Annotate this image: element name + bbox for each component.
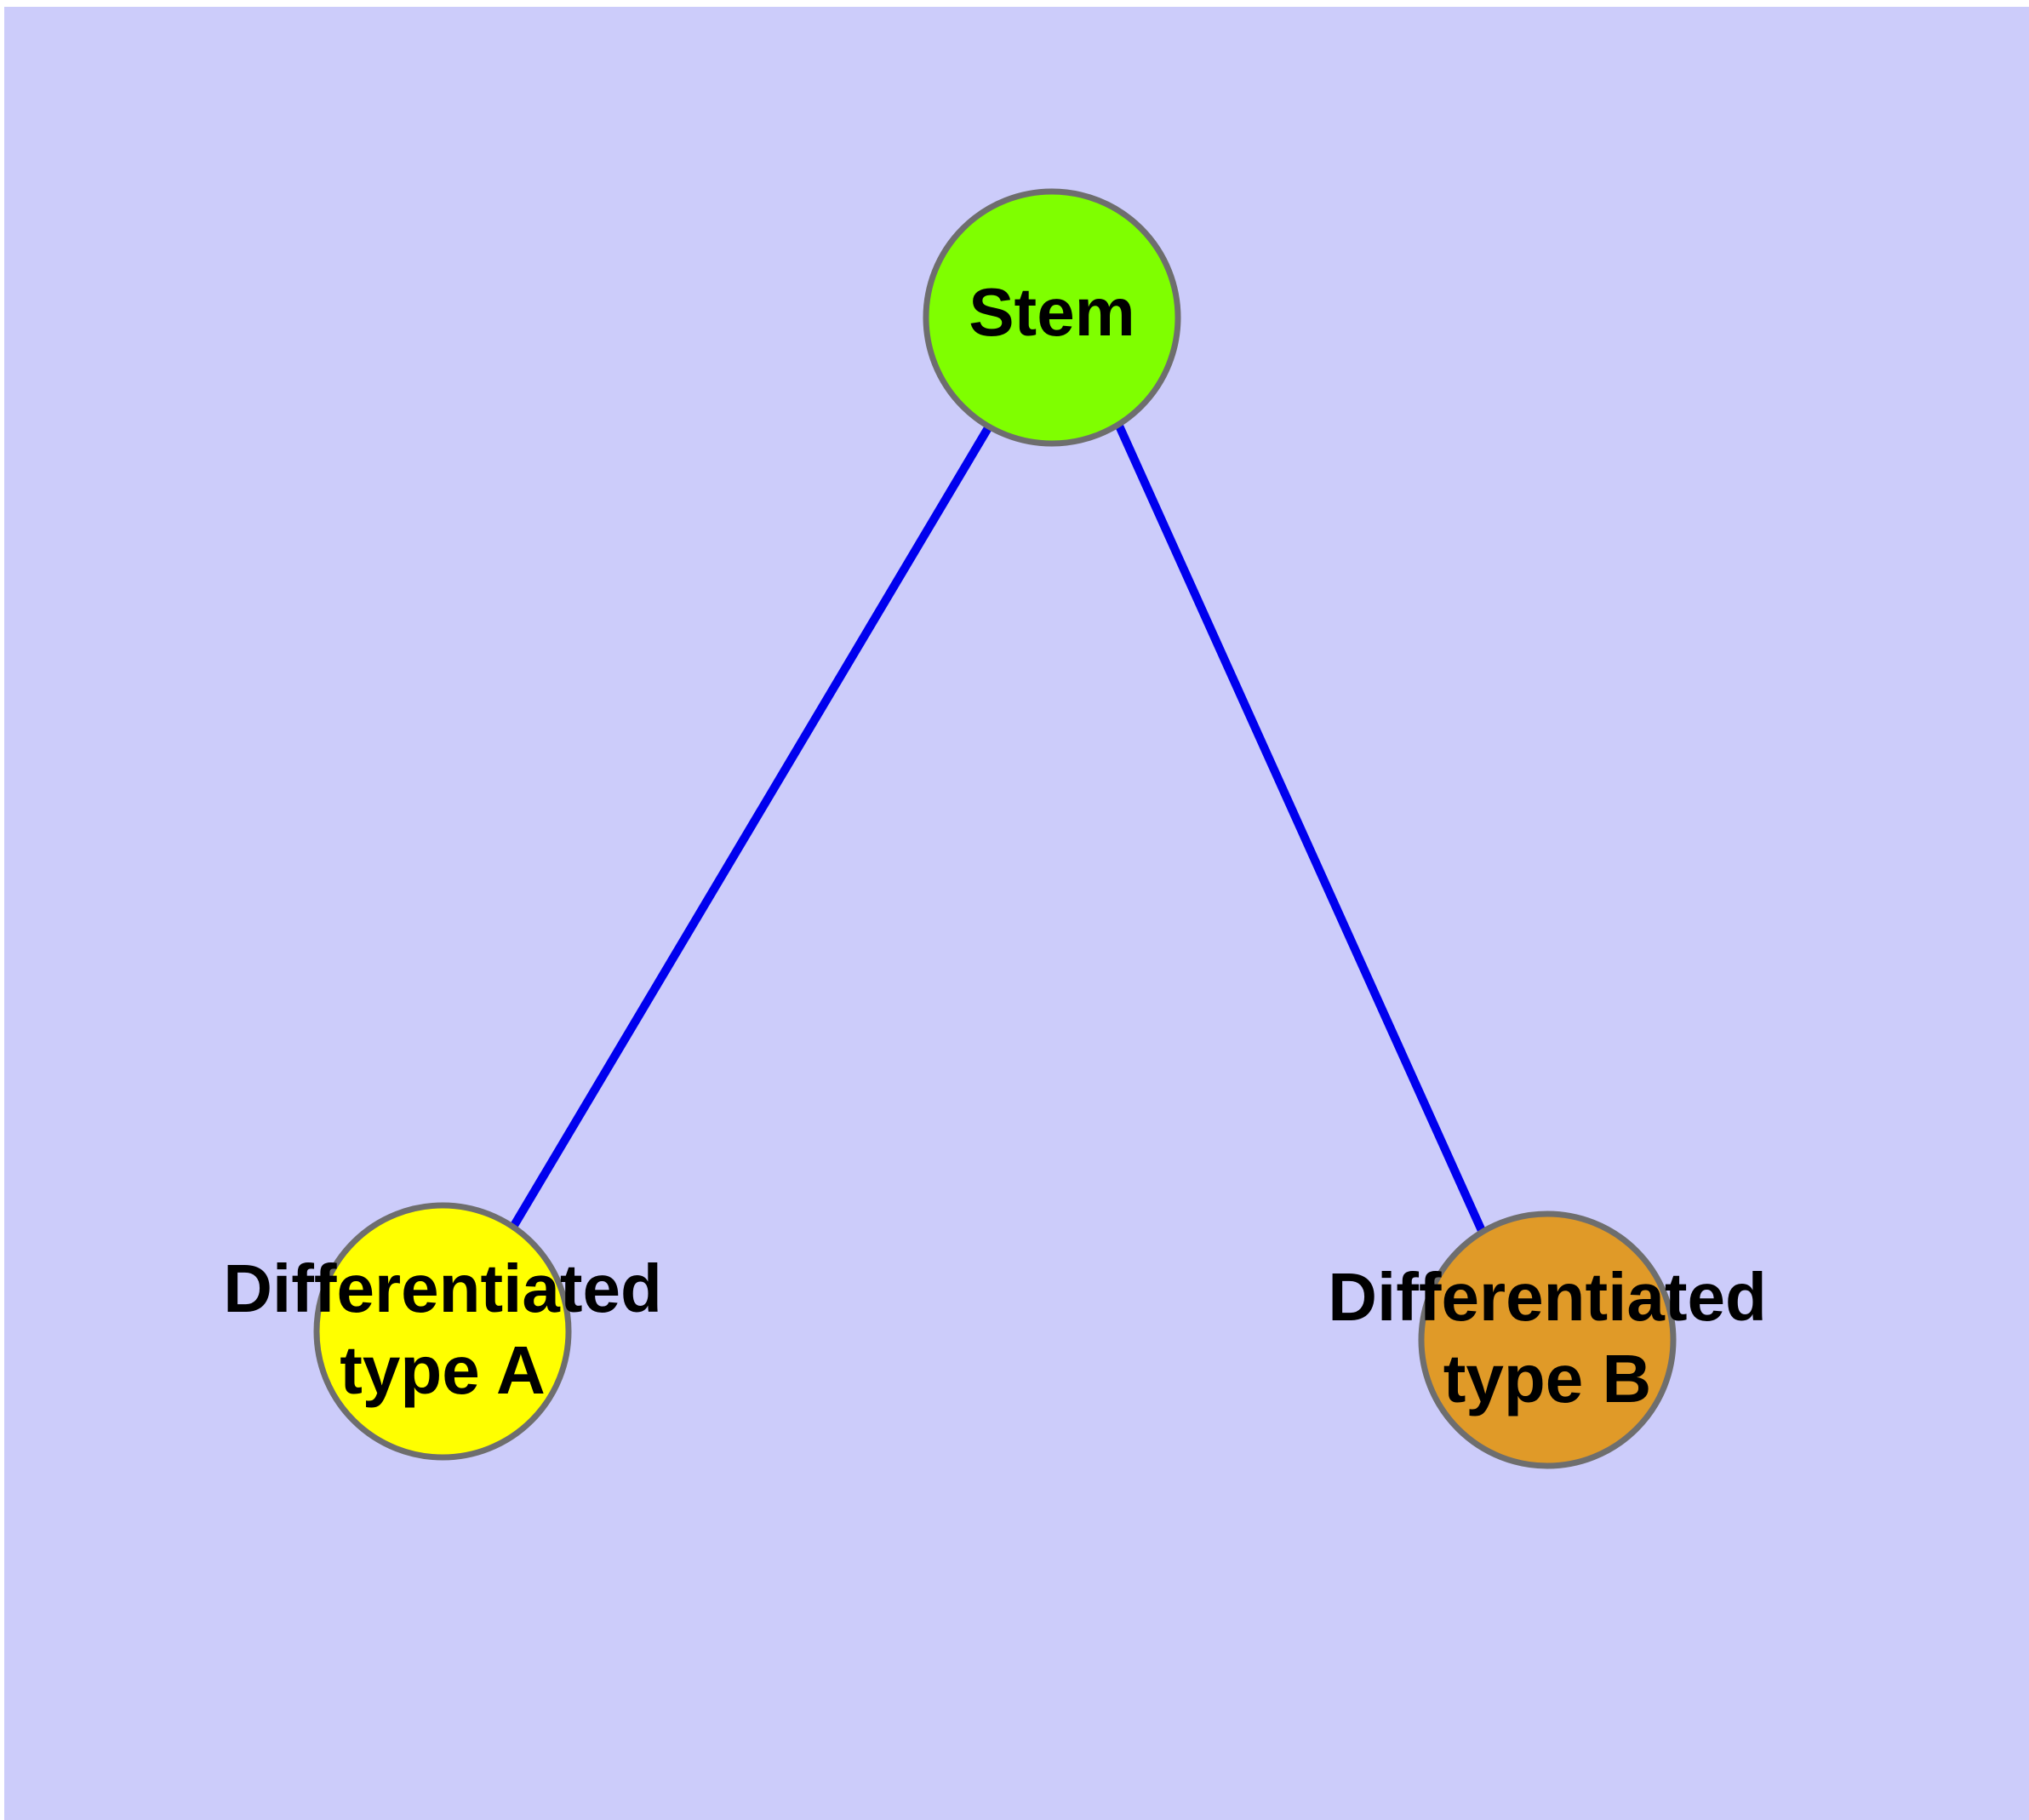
edge-layer — [508, 421, 1487, 1235]
edge-stem-to-differentiated-type-b[interactable] — [1114, 421, 1487, 1235]
node-differentiated-type-b[interactable] — [1418, 1210, 1677, 1469]
node-differentiated-type-a-label: Differentiated type A — [223, 1251, 662, 1408]
node-differentiated-type-a-circle[interactable] — [313, 1202, 572, 1461]
node-stem-label: Stem — [969, 274, 1135, 350]
node-differentiated-type-b-label: Differentiated type B — [1328, 1259, 1767, 1417]
node-differentiated-type-b-label-line1: Differentiated — [1328, 1259, 1767, 1335]
node-differentiated-type-b-circle[interactable] — [1418, 1210, 1677, 1469]
node-differentiated-type-a-label-line2: type A — [340, 1332, 546, 1408]
node-stem-circle[interactable] — [923, 188, 1181, 447]
edge-stem-to-differentiated-type-a[interactable] — [508, 424, 993, 1231]
label-layer: Stem Differentiated type A Differentiate… — [223, 274, 1767, 1417]
node-differentiated-type-a[interactable] — [313, 1202, 572, 1461]
node-stem[interactable] — [923, 188, 1181, 447]
node-layer — [313, 188, 1677, 1469]
node-differentiated-type-b-label-line2: type B — [1443, 1341, 1652, 1417]
node-differentiated-type-a-label-line1: Differentiated — [223, 1251, 662, 1326]
